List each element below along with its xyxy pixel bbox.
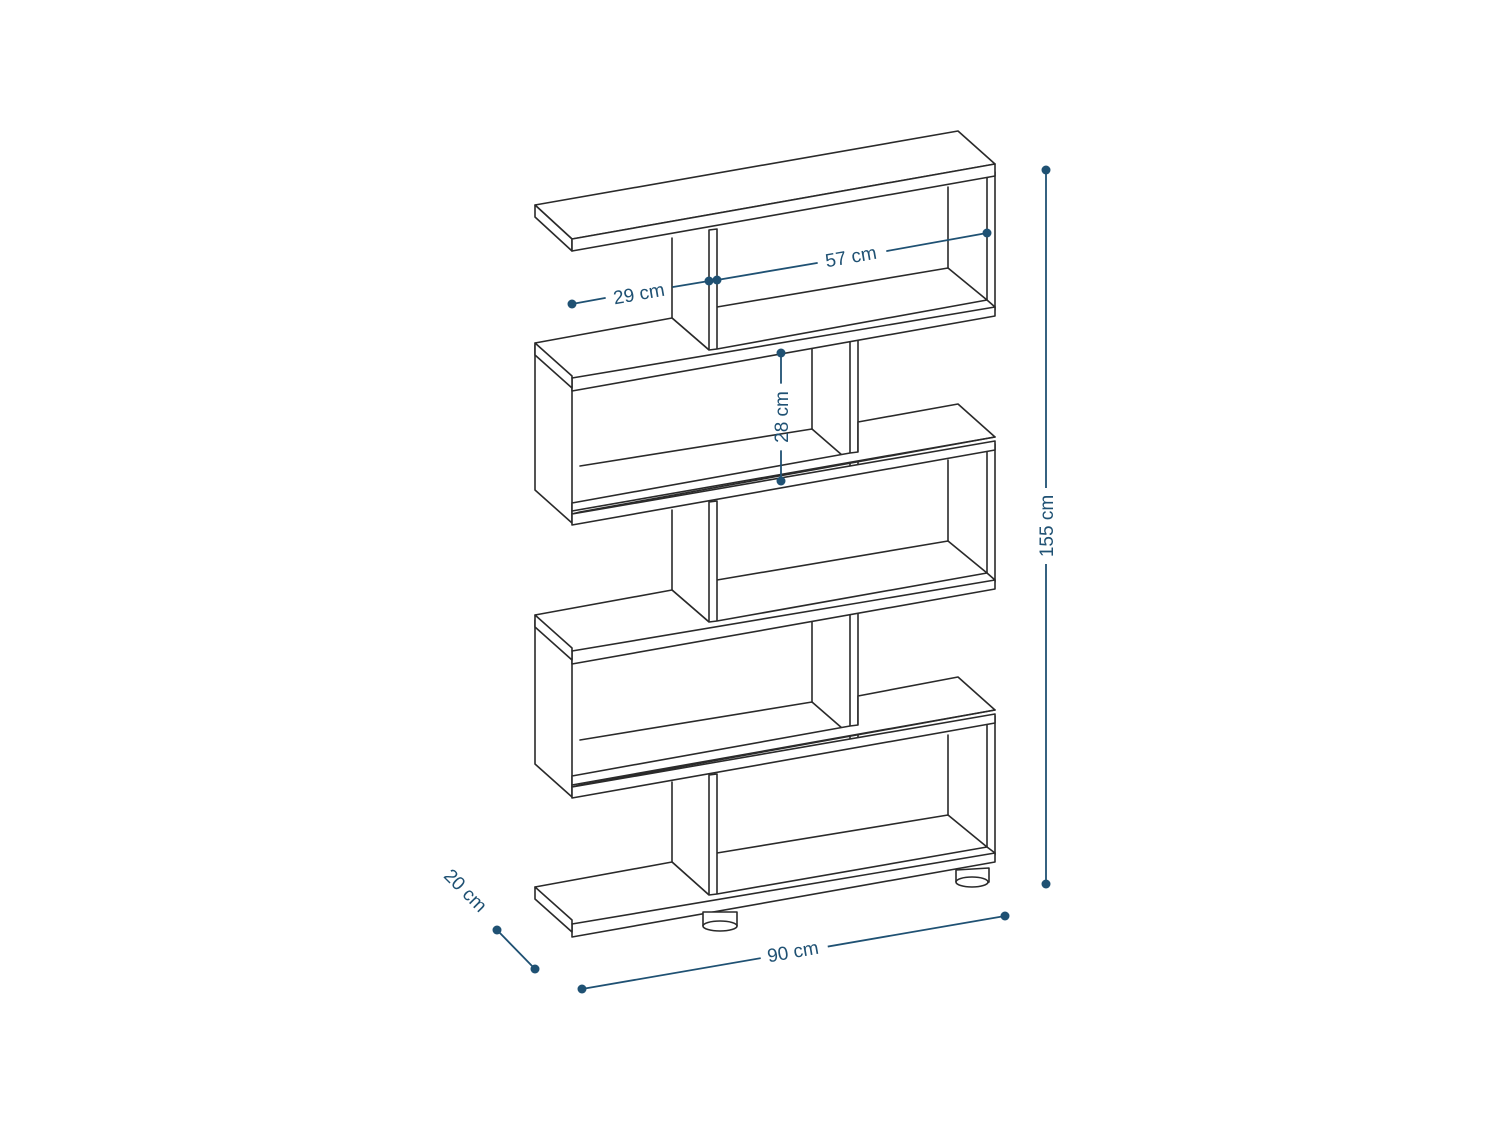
shelf-5	[571, 676, 996, 799]
shelf-feet	[702, 867, 990, 932]
depth-dimension: 20 cm	[439, 865, 540, 974]
dimension-annotations: 155 cm 90 cm 20 cm 29 cm	[439, 165, 1058, 994]
shelf-2	[534, 299, 996, 392]
width-dimension: 90 cm	[577, 911, 1010, 994]
depth-label: 20 cm	[439, 865, 490, 916]
bookshelf-drawing	[534, 130, 996, 938]
compartment-height-dimension: 28 cm	[772, 348, 793, 486]
compartment-height-label: 28 cm	[772, 391, 793, 443]
left-side-walls	[534, 344, 573, 798]
height-dimension: 155 cm	[1034, 165, 1058, 889]
shelf-4	[534, 572, 996, 665]
small-width-dimension: 29 cm	[567, 276, 714, 310]
large-width-dimension: 57 cm	[712, 228, 992, 285]
right-side-walls	[986, 171, 996, 862]
height-label: 155 cm	[1037, 495, 1058, 557]
vertical-dividers	[708, 228, 859, 902]
small-width-label: 29 cm	[612, 280, 667, 310]
large-width-label: 57 cm	[824, 243, 879, 273]
shelf-1-top	[534, 130, 996, 252]
shelf-bottom	[534, 846, 996, 938]
